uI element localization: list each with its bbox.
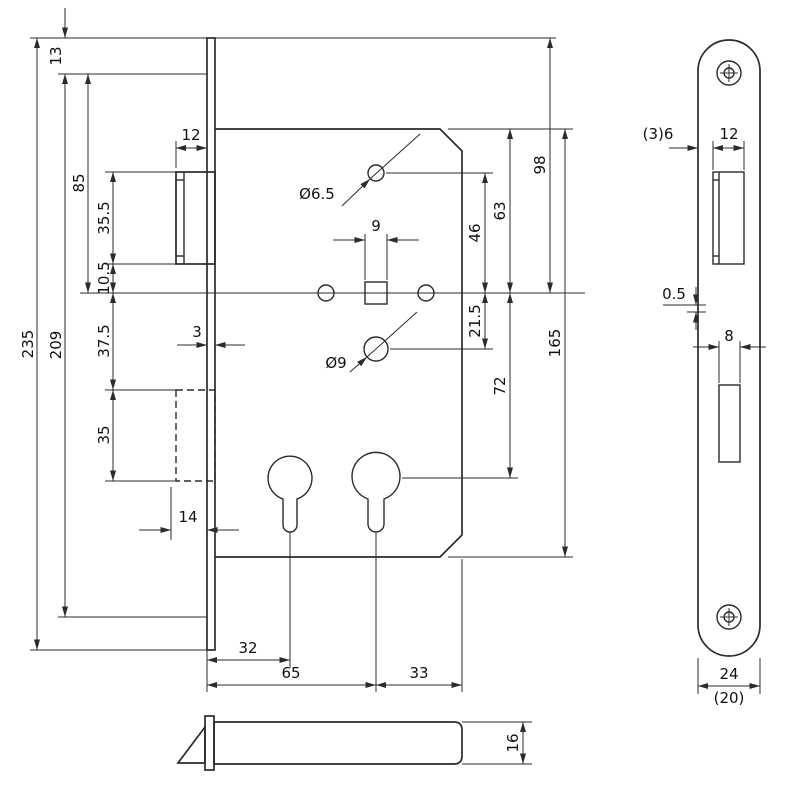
edge-view: 16 xyxy=(176,715,532,771)
cylinder-hole-right xyxy=(351,451,401,533)
deadbolt-hidden-outline xyxy=(175,389,216,482)
dim-65: 65 xyxy=(281,664,300,682)
dim-24: 24 xyxy=(719,665,738,683)
dim-dia6-5: Ø6.5 xyxy=(299,185,335,203)
faceplate-outline xyxy=(206,37,216,651)
lock-case-outline xyxy=(215,128,463,558)
dimension-lines xyxy=(34,8,568,688)
leader-dia9 xyxy=(349,356,368,373)
dim-35-5: 35.5 xyxy=(95,201,113,234)
main-view: 13 235 209 85 35.5 10.5 37.5 35 12 3 14 … xyxy=(19,8,585,692)
screw-hole-bottom xyxy=(716,604,742,630)
dim-16: 16 xyxy=(504,733,522,752)
dim-85: 85 xyxy=(70,173,88,192)
strike-dimension-lines xyxy=(669,145,766,689)
latch-bevel-edge xyxy=(176,724,206,764)
dim-33: 33 xyxy=(409,664,428,682)
strike-dimension-labels: (3)6 12 0.5 8 24 (20) xyxy=(643,125,745,707)
middle-fixing-hole xyxy=(363,336,389,362)
dim-32: 32 xyxy=(238,639,257,657)
extension-and-center-lines xyxy=(30,37,585,692)
dim-9: 9 xyxy=(371,217,381,235)
dim-209: 209 xyxy=(47,331,65,360)
lock-body-outlines xyxy=(175,37,463,651)
strike-extension-lines xyxy=(663,141,761,694)
dim-63: 63 xyxy=(491,201,509,220)
dim-14: 14 xyxy=(178,508,197,526)
faceplate-edge-outline xyxy=(204,715,215,771)
dim-12-strike: 12 xyxy=(719,125,738,143)
dim-165: 165 xyxy=(546,329,564,358)
dim-12: 12 xyxy=(181,126,200,144)
dim-98: 98 xyxy=(531,155,549,174)
dim-21-5: 21.5 xyxy=(466,304,484,337)
dim-235: 235 xyxy=(19,330,37,359)
dim-13: 13 xyxy=(47,46,65,65)
case-edge-outline xyxy=(213,721,463,765)
dim-46: 46 xyxy=(466,223,484,242)
deadbolt-cutout xyxy=(718,384,741,463)
dim-35: 35 xyxy=(95,425,113,444)
dim-3: 3 xyxy=(192,323,202,341)
top-fixing-hole xyxy=(367,164,385,182)
dim-8: 8 xyxy=(724,327,734,345)
cylinder-hole-left xyxy=(267,455,313,533)
dim-dia9: Ø9 xyxy=(325,354,346,372)
dim-20: (20) xyxy=(714,689,745,707)
strike-view: (3)6 12 0.5 8 24 (20) xyxy=(643,39,766,707)
dim-72: 72 xyxy=(491,376,509,395)
dim-0-5: 0.5 xyxy=(662,285,686,303)
strike-plate-outline xyxy=(697,39,761,657)
leader-dia6-5 xyxy=(341,178,371,207)
dim-37-5: 37.5 xyxy=(95,324,113,357)
dim-3-6: (3)6 xyxy=(643,125,674,143)
screw-hole-top xyxy=(716,60,742,86)
latch-bolt xyxy=(175,171,216,265)
dimension-labels: 13 235 209 85 35.5 10.5 37.5 35 12 3 14 … xyxy=(19,46,564,682)
dim-10-5: 10.5 xyxy=(95,261,113,294)
latch-cutout xyxy=(712,171,745,265)
